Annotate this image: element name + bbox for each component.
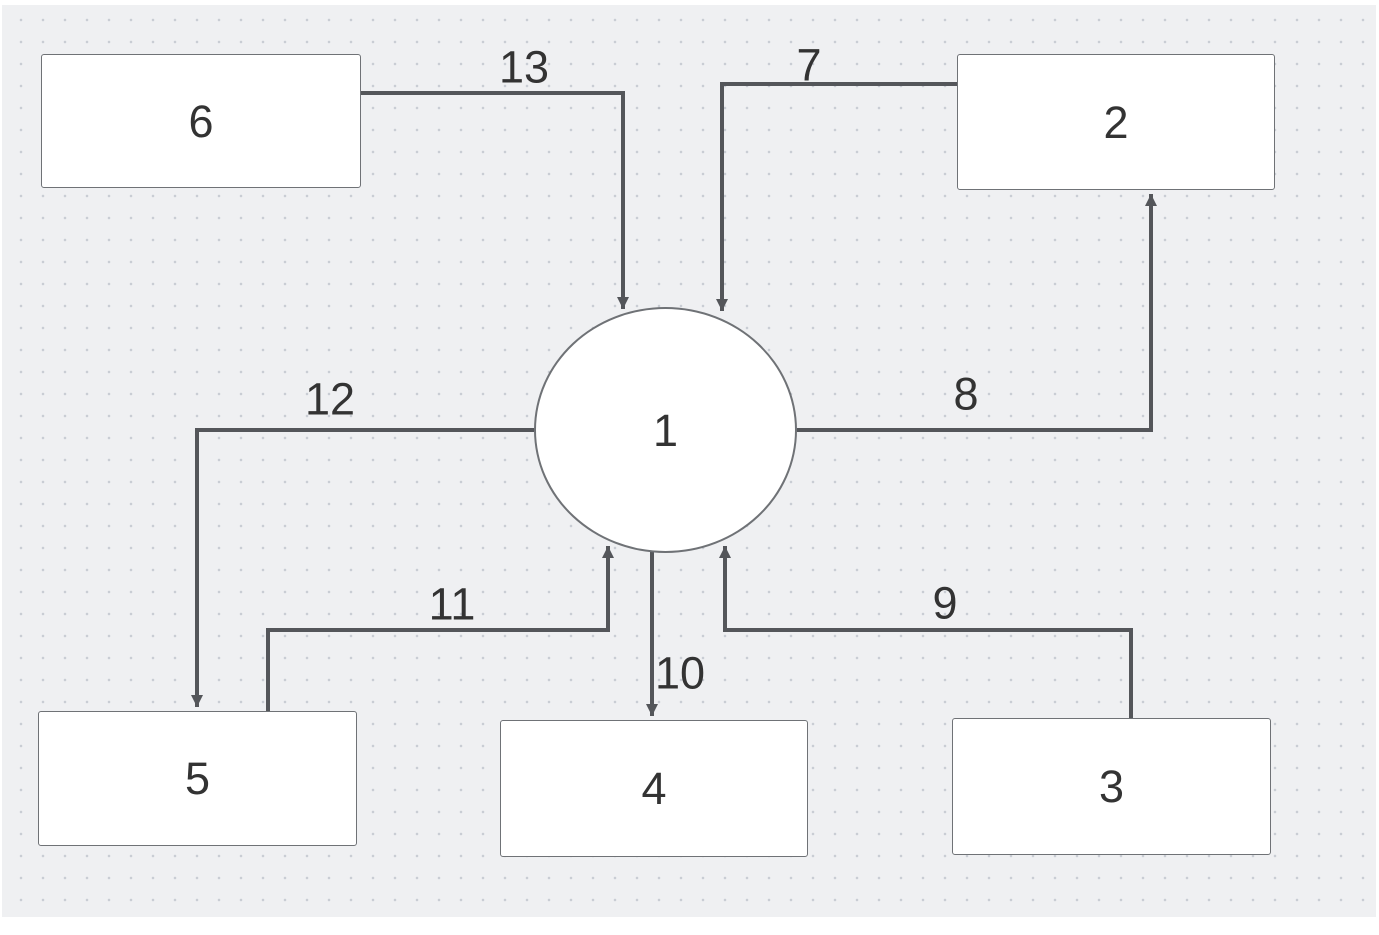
edge-9-label[interactable]: 9 <box>932 577 958 629</box>
edge-11-connector[interactable] <box>266 546 614 711</box>
edge-13-connector[interactable] <box>361 91 629 309</box>
node-box-2[interactable]: 2 <box>957 54 1275 190</box>
edge-9-connector[interactable] <box>719 546 1133 718</box>
node-3-label: 3 <box>1098 761 1125 812</box>
edge-12-connector[interactable] <box>191 428 534 707</box>
node-4-label: 4 <box>641 763 667 814</box>
edge-11-label[interactable]: 11 <box>428 578 476 630</box>
node-2-label: 2 <box>1103 96 1129 148</box>
node-box-4[interactable]: 4 <box>500 720 808 857</box>
node-5-label: 5 <box>184 753 211 804</box>
node-box-5[interactable]: 5 <box>38 711 357 846</box>
node-6-label: 6 <box>188 95 214 147</box>
edge-10-label[interactable]: 10 <box>654 647 706 699</box>
edge-7-label[interactable]: 7 <box>796 39 822 91</box>
edge-8-label[interactable]: 8 <box>953 368 979 420</box>
node-1-label: 1 <box>652 404 679 456</box>
edge-13-label[interactable]: 13 <box>498 41 550 93</box>
node-box-3[interactable]: 3 <box>952 718 1271 855</box>
node-circle-1[interactable]: 1 <box>534 307 797 553</box>
edge-12-label[interactable]: 12 <box>304 373 356 425</box>
edge-7-connector[interactable] <box>716 82 957 311</box>
edge-8-connector[interactable] <box>797 194 1157 432</box>
node-box-6[interactable]: 6 <box>41 54 361 188</box>
